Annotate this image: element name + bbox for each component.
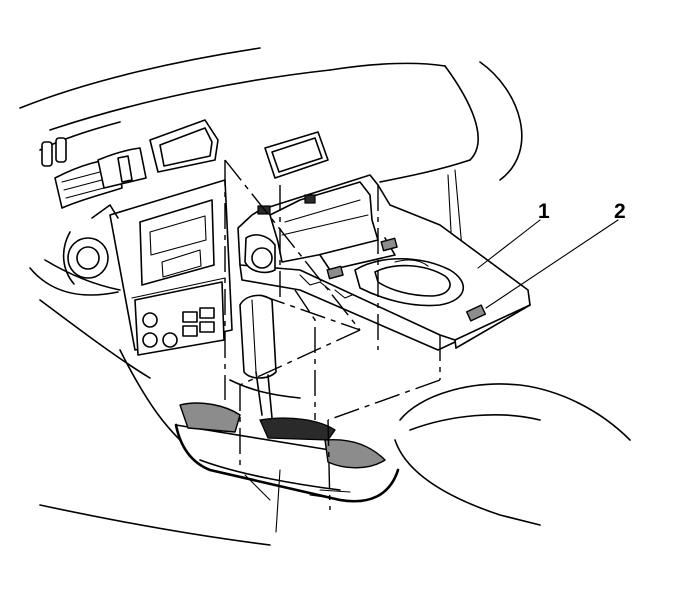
callout-label-2: 2 <box>614 200 626 223</box>
console-trim-panel <box>237 174 531 351</box>
center-air-vents <box>97 119 329 189</box>
steering-column <box>29 204 119 296</box>
lower-console-base <box>119 349 400 533</box>
callout-1: 1 <box>477 200 550 269</box>
gear-shift-lever <box>239 294 277 419</box>
seat-armrest <box>39 383 631 546</box>
exploded-view-lines <box>224 159 441 511</box>
callout-2: 2 <box>485 200 626 309</box>
callout-label-1: 1 <box>538 200 550 223</box>
center-stack <box>109 179 233 356</box>
